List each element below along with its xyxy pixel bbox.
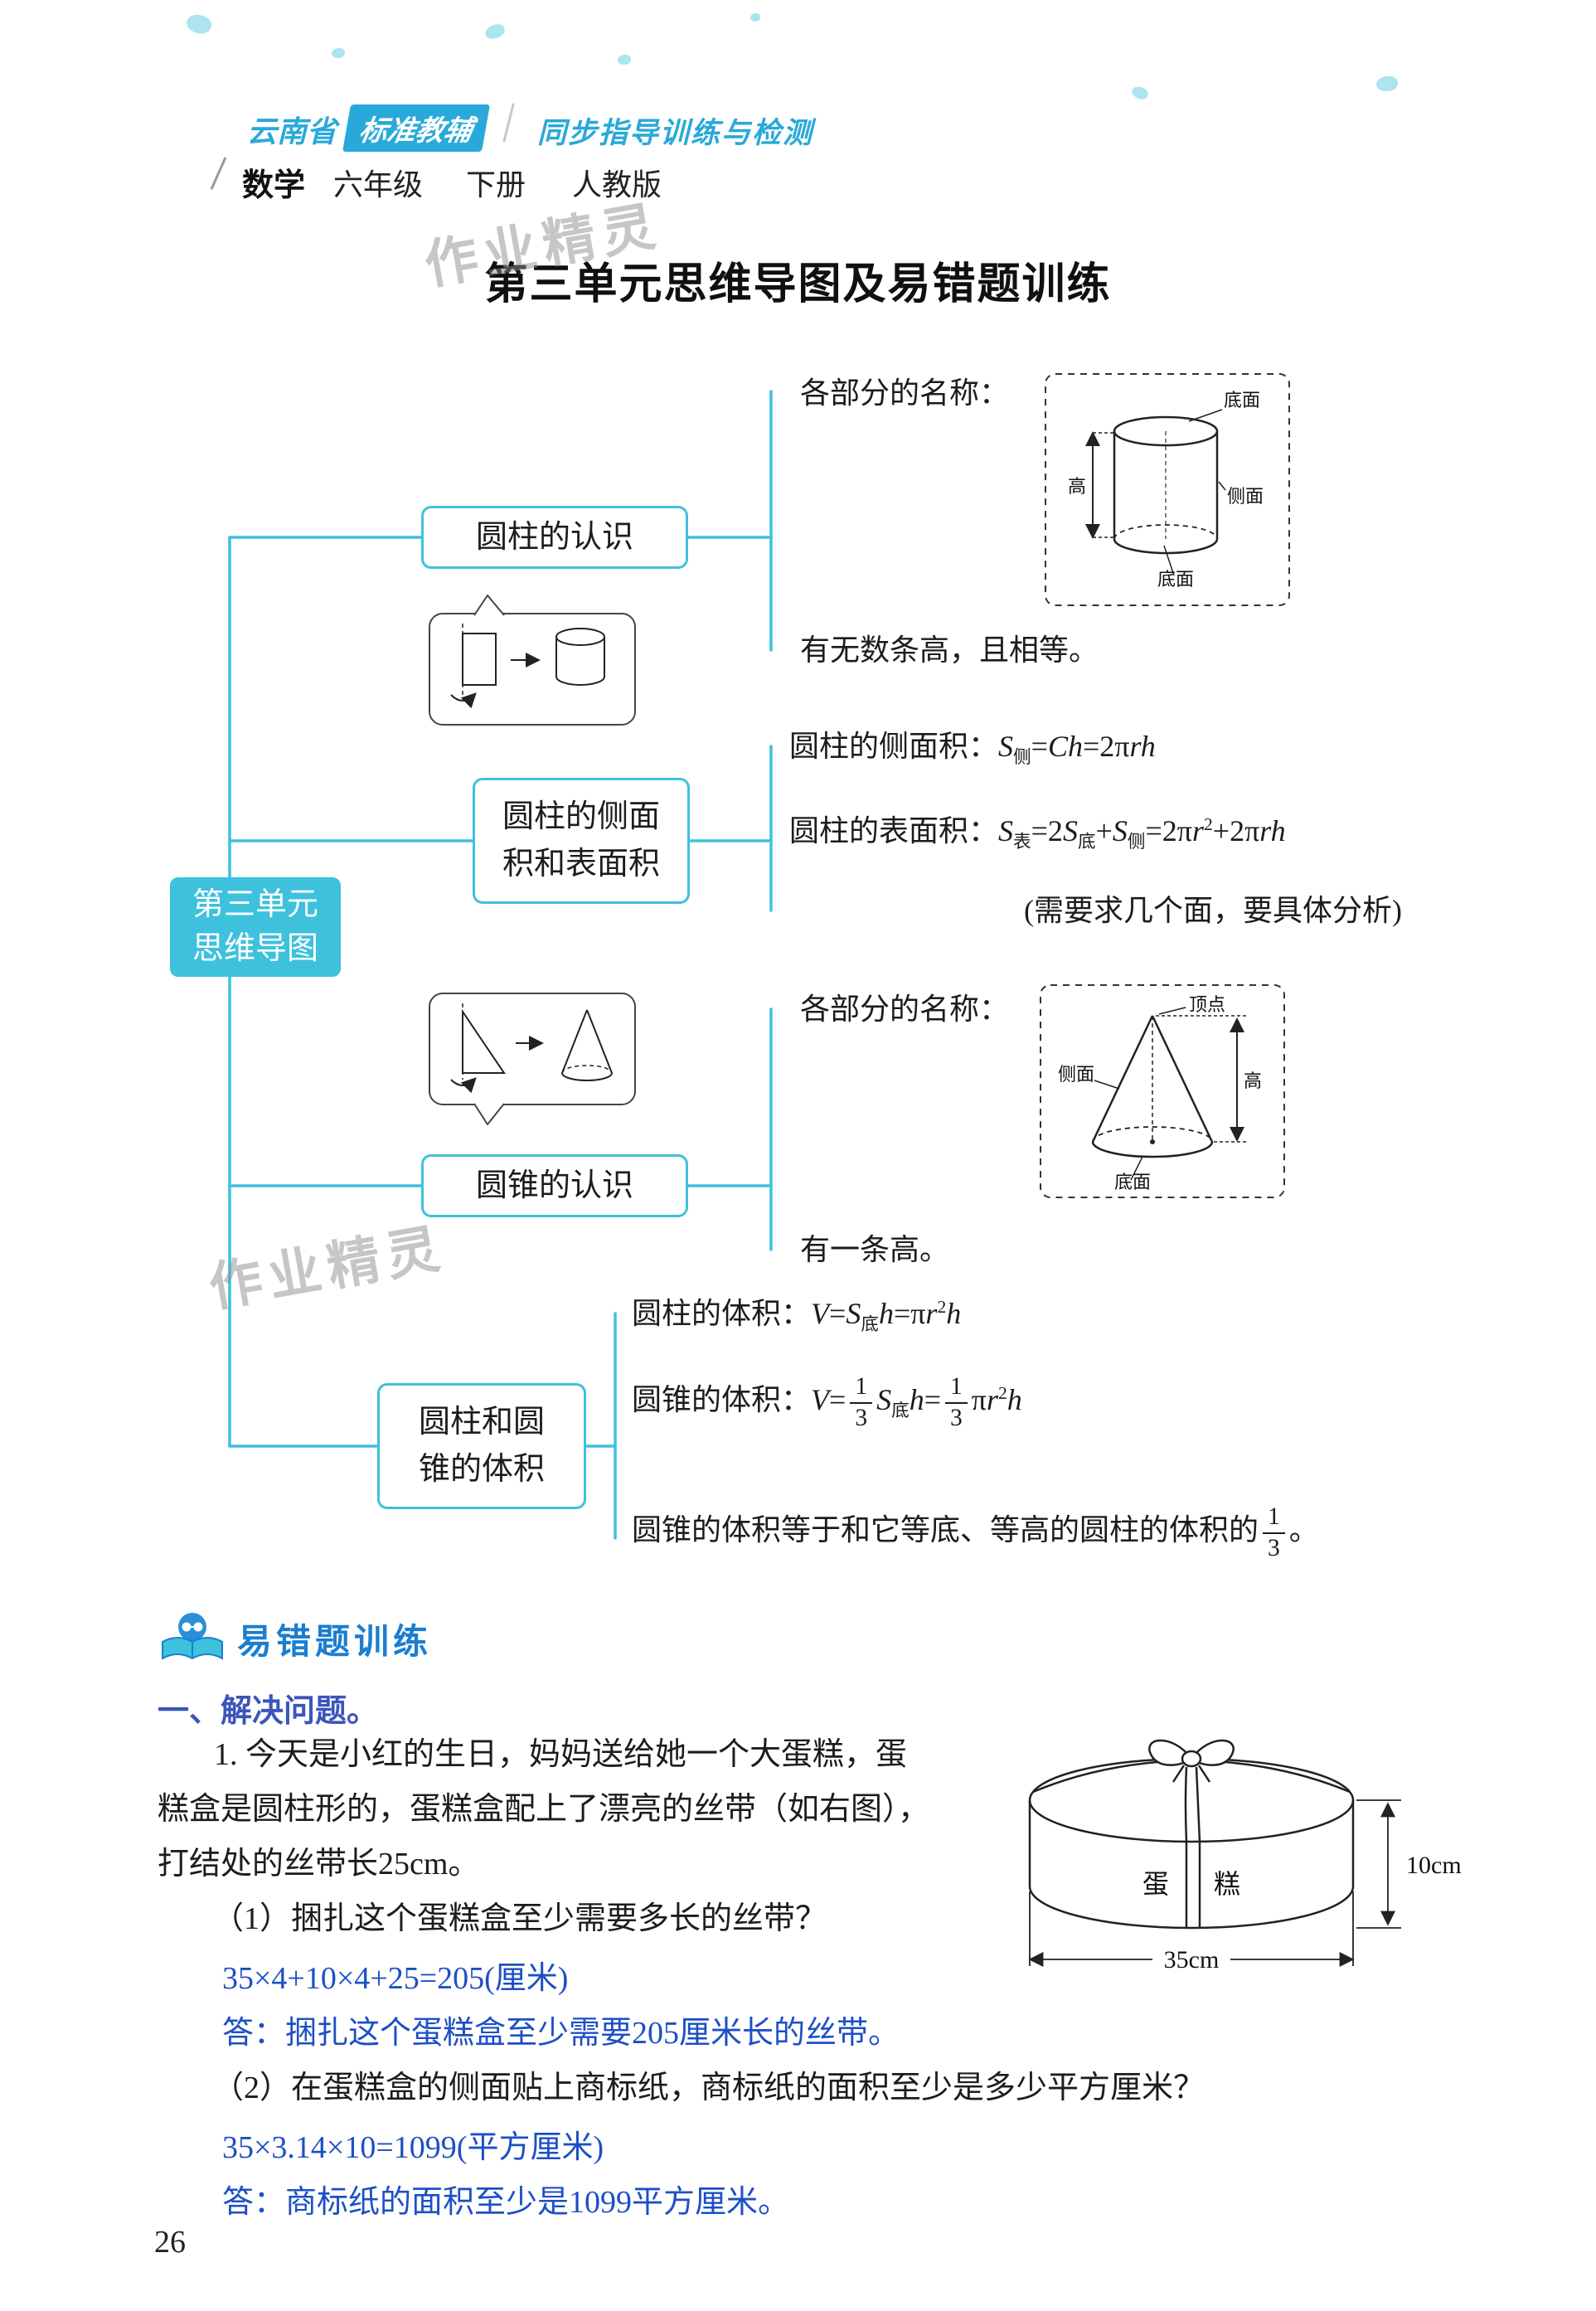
branch-cone-node: 圆锥的认识 (421, 1154, 688, 1217)
answer1-statement: 答：捆扎这个蛋糕盒至少需要205厘米长的丝带。 (222, 2016, 900, 2051)
cone-parts-title: 各部分的名称： (800, 993, 1010, 1026)
cone-diagram-bottom-label: 底面 (1114, 1172, 1151, 1192)
problem1-question1: （1）捆扎这个蛋糕盒至少需要多长的丝带？ (212, 1901, 827, 1936)
header-grade: 六年级 (333, 168, 424, 201)
cone-diagram-side-label: 侧面 (1058, 1064, 1094, 1085)
decor-splash (618, 55, 631, 65)
branch-cone-label: 圆锥的认识 (475, 1168, 633, 1203)
cone-diagram-apex-label: 顶点 (1189, 994, 1225, 1015)
problem1-line2: 糕盒是圆柱形的，蛋糕盒配上了漂亮的丝带（如右图）， (158, 1792, 930, 1827)
cake-height-dimension: 10cm (1406, 1852, 1462, 1879)
brand-name-badge: 标准教辅 (342, 104, 491, 152)
cylinder-diagram-height-label: 高 (1068, 476, 1086, 497)
branch-volume-label-line2: 锥的体积 (418, 1452, 545, 1487)
problem1-question2: （2）在蛋糕盒的侧面贴上商标纸，商标纸的面积至少是多少平方厘米？ (212, 2071, 1205, 2105)
cylinder-note: 有无数条高，且相等。 (800, 634, 1099, 667)
surface-area-note: (需要求几个面，要具体分析) (1024, 894, 1402, 927)
mindmap-root-node: 第三单元 思维导图 (170, 877, 341, 977)
cone-anatomy-diagram: 顶点 高 侧面 底面 (1040, 984, 1285, 1198)
header-edition: 人教版 (572, 168, 662, 201)
page-number: 26 (154, 2225, 186, 2260)
answer2-calculation: 35×3.14×10=1099(平方厘米) (222, 2130, 604, 2165)
surface-area-formula: 圆柱的表面积：S表=2S底+S侧=2πr2+2πrh (789, 814, 1286, 852)
header-volume: 下册 (466, 168, 526, 201)
root-label-line1: 第三单元 (192, 886, 318, 922)
branch-surface-label-line1: 圆柱的侧面 (502, 799, 660, 834)
branch-volume-node: 圆柱和圆 锥的体积 (377, 1383, 586, 1509)
cylinder-parts-title: 各部分的名称： (800, 376, 1010, 410)
cake-box-figure: 蛋 糕 10cm 35cm (1028, 1739, 1462, 1974)
cylinder-diagram-bottom-label: 底面 (1157, 569, 1194, 590)
watermark: 作业精灵 (204, 1217, 450, 1318)
cake-diameter-dimension: 35cm (1164, 1946, 1220, 1974)
lateral-area-formula: 圆柱的侧面积：S侧=Ch=2πrh (789, 730, 1156, 768)
header-divider (502, 103, 515, 143)
cone-note: 有一条高。 (800, 1233, 950, 1266)
decor-splash (184, 11, 214, 37)
cylinder-volume-formula: 圆柱的体积：V=S底h=πr2h (632, 1297, 962, 1335)
cone-formation-diagram (429, 993, 636, 1125)
decor-splash (483, 22, 507, 41)
cake-label-left: 蛋 (1142, 1869, 1169, 1899)
cylinder-diagram-top-label: 底面 (1224, 390, 1260, 410)
root-label-line2: 思维导图 (192, 931, 318, 966)
branch-volume-label-line1: 圆柱和圆 (418, 1405, 545, 1440)
page-title: 第三单元思维导图及易错题训练 (484, 260, 1112, 308)
branch-surface-node: 圆柱的侧面 积和表面积 (473, 778, 690, 904)
answer1-calculation: 35×4+10×4+25=205(厘米) (222, 1961, 569, 1996)
cylinder-anatomy-diagram: 高 底面 侧面 底面 (1045, 373, 1290, 606)
cylinder-formation-diagram (429, 595, 636, 726)
cylinder-diagram-side-label: 侧面 (1227, 486, 1264, 507)
brand-region: 云南省 (247, 114, 337, 148)
part-title-problem-solving: 一、解决问题。 (158, 1694, 379, 1729)
header-subject: 数学 (242, 168, 306, 203)
answer2-statement: 答：商标纸的面积至少是1099平方厘米。 (222, 2185, 790, 2220)
section-title-error-training: 易错题训练 (237, 1622, 433, 1661)
cone-diagram-height-label: 高 (1244, 1071, 1262, 1091)
decor-splash (1376, 76, 1398, 91)
brand-series: 同步指导训练与检测 (537, 117, 814, 149)
decor-splash (332, 48, 345, 58)
branch-surface-label-line2: 积和表面积 (502, 847, 660, 881)
reading-mascot-icon (162, 1613, 223, 1660)
decor-splash (750, 13, 760, 22)
decor-splash (1129, 84, 1151, 102)
branch-cylinder-label: 圆柱的认识 (475, 519, 633, 555)
problem1-line3: 打结处的丝带长25cm。 (158, 1847, 480, 1881)
slash-decoration (210, 157, 227, 190)
problem1-line1: 1. 今天是小红的生日，妈妈送给她一个大蛋糕，蛋 (214, 1737, 908, 1772)
branch-cylinder-node: 圆柱的认识 (421, 506, 688, 569)
cake-label-right: 糕 (1214, 1869, 1240, 1899)
